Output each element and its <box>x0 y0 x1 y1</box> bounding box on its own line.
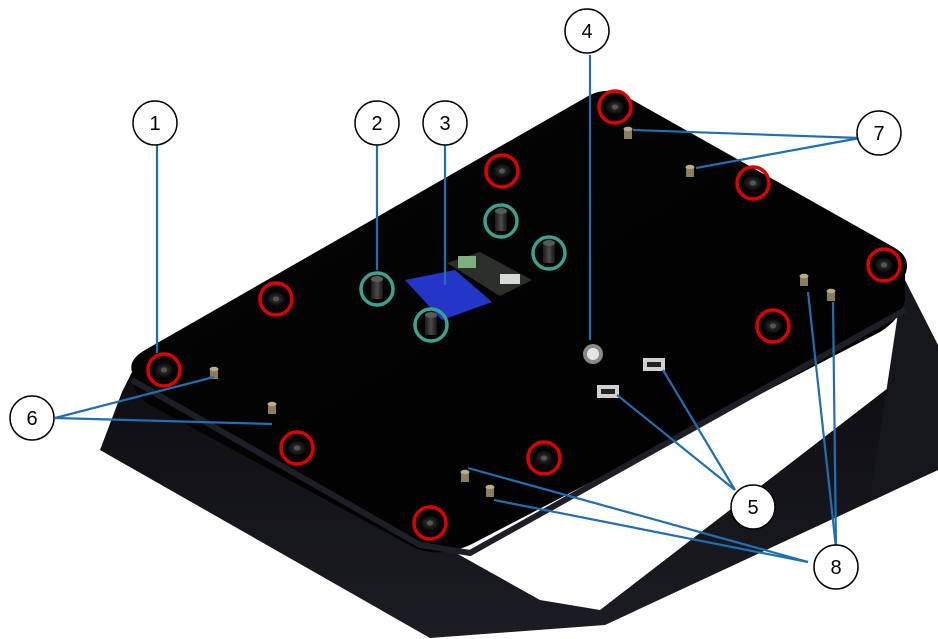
mount-ring <box>755 308 791 344</box>
standoff-ring <box>483 203 519 239</box>
callout-5: 5 <box>730 484 776 530</box>
leader-line <box>662 369 736 491</box>
callout-7: 7 <box>856 110 902 156</box>
mount-ring <box>597 89 633 125</box>
housing-skirt <box>100 350 938 638</box>
leader-line <box>54 375 215 420</box>
mount-screw <box>866 247 902 283</box>
callout-1: 1 <box>132 100 178 146</box>
standoff-ring <box>531 235 567 271</box>
standoff-post <box>483 203 519 239</box>
mount-screw <box>146 352 182 388</box>
mount-ring <box>735 165 771 201</box>
standoff-post <box>413 307 449 343</box>
center-button <box>583 344 603 364</box>
leader-line <box>695 136 861 170</box>
callout-circle <box>9 395 55 441</box>
mount-screw <box>484 153 520 189</box>
callout-circle <box>730 484 776 530</box>
callout-label: 3 <box>439 113 450 135</box>
connector-port <box>500 274 520 284</box>
stud <box>826 288 836 301</box>
callout-circle <box>564 8 610 54</box>
callout-label: 2 <box>371 113 382 135</box>
leader-line <box>467 466 809 564</box>
callout-circle <box>354 100 400 146</box>
stud <box>460 469 470 482</box>
mount-screw <box>735 165 771 201</box>
callout-circle <box>132 100 178 146</box>
mount-screw <box>279 430 315 466</box>
mount-ring <box>484 153 520 189</box>
callout-4: 4 <box>564 8 610 54</box>
mount-screw <box>755 308 791 344</box>
connector <box>458 256 476 268</box>
standoff-ring <box>359 271 395 307</box>
stud <box>209 366 219 379</box>
leader-line <box>806 291 838 549</box>
callout-2: 2 <box>354 100 400 146</box>
callout-label: 5 <box>747 497 758 519</box>
mount-ring <box>258 281 294 317</box>
leader-line <box>54 416 273 426</box>
mount-ring <box>866 247 902 283</box>
callout-label: 4 <box>581 21 592 43</box>
callout-circle <box>422 100 468 146</box>
callout-label: 8 <box>830 557 841 579</box>
slot-clip <box>643 358 665 371</box>
mount-screw <box>526 440 562 476</box>
callout-label: 6 <box>26 408 37 430</box>
mount-screw <box>258 281 294 317</box>
mount-ring <box>526 440 562 476</box>
stud <box>685 164 695 177</box>
panel-rim <box>130 307 907 557</box>
callout-label: 7 <box>873 123 884 145</box>
callout-6: 6 <box>9 395 55 441</box>
leader-line <box>616 394 736 491</box>
mount-screw <box>412 505 448 541</box>
callout-3: 3 <box>422 100 468 146</box>
callout-circle <box>856 110 902 156</box>
panel-top-plate <box>131 90 908 553</box>
standoff-post <box>359 271 395 307</box>
slot-clip <box>597 385 619 398</box>
callout-circle <box>813 544 859 590</box>
housing-skirt-right <box>870 280 938 500</box>
callout-label: 1 <box>149 113 160 135</box>
standoff-post <box>531 235 567 271</box>
mount-ring <box>412 505 448 541</box>
leader-line <box>632 128 861 140</box>
stud <box>623 126 633 139</box>
leader-line <box>493 498 809 564</box>
callout-8: 8 <box>813 544 859 590</box>
leader-line <box>831 301 838 549</box>
stud <box>485 484 495 497</box>
stud <box>799 273 809 286</box>
mount-ring <box>279 430 315 466</box>
mount-ring <box>146 352 182 388</box>
standoff-ring <box>413 307 449 343</box>
stud <box>267 401 277 414</box>
mount-screw <box>597 89 633 125</box>
label-area <box>405 270 492 320</box>
